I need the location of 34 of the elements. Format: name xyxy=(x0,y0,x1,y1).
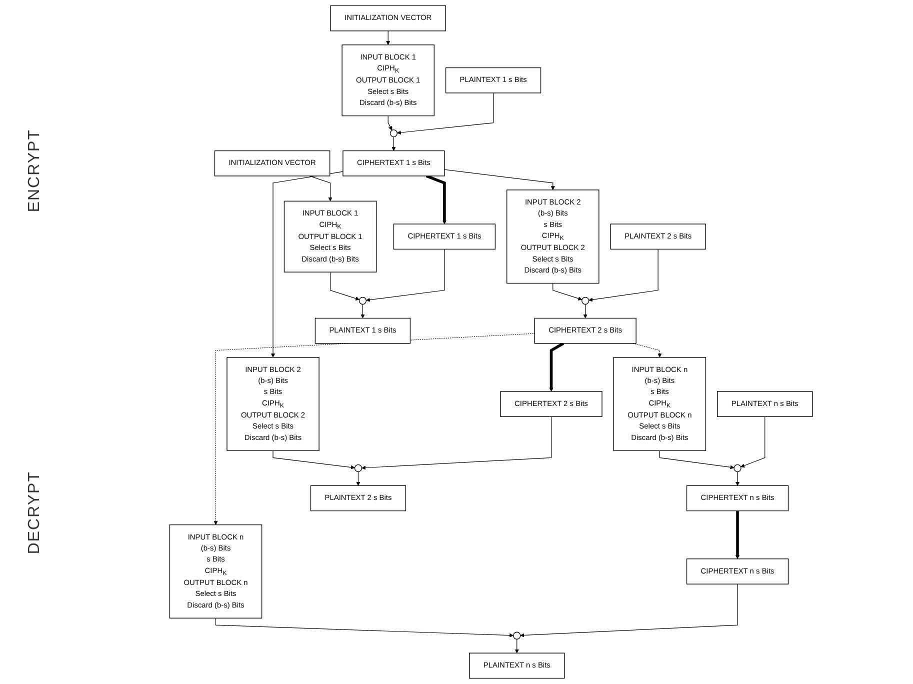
node-circle xyxy=(390,129,398,138)
arrow xyxy=(660,450,735,470)
node-circle xyxy=(359,296,368,305)
arrow xyxy=(362,416,552,470)
arrow xyxy=(515,638,520,654)
arrow xyxy=(271,171,344,358)
node-circle xyxy=(582,296,590,305)
arrow xyxy=(397,92,494,135)
arrow xyxy=(386,30,391,46)
arrow xyxy=(736,471,740,486)
arrow xyxy=(216,618,514,638)
section-label: DECRYPT xyxy=(26,471,44,555)
arrow xyxy=(550,342,565,392)
node-circle xyxy=(734,464,742,472)
arrow xyxy=(520,584,738,638)
arrow xyxy=(444,169,556,190)
section-label: ENCRYPT xyxy=(26,129,44,213)
arrow xyxy=(361,304,366,318)
arrow xyxy=(584,304,588,318)
arrow xyxy=(273,450,356,470)
arrow xyxy=(366,248,446,302)
arrow xyxy=(553,282,583,300)
arrow xyxy=(741,416,766,468)
arrow xyxy=(426,174,447,224)
node-circle xyxy=(354,464,363,472)
arrow xyxy=(392,136,396,151)
arrow xyxy=(356,471,361,486)
arrow xyxy=(633,343,662,358)
arrow xyxy=(388,116,393,130)
arrow xyxy=(589,248,659,302)
node-circle xyxy=(514,632,522,640)
arrow xyxy=(736,510,740,560)
arrow xyxy=(310,176,333,202)
arrow xyxy=(330,272,360,300)
